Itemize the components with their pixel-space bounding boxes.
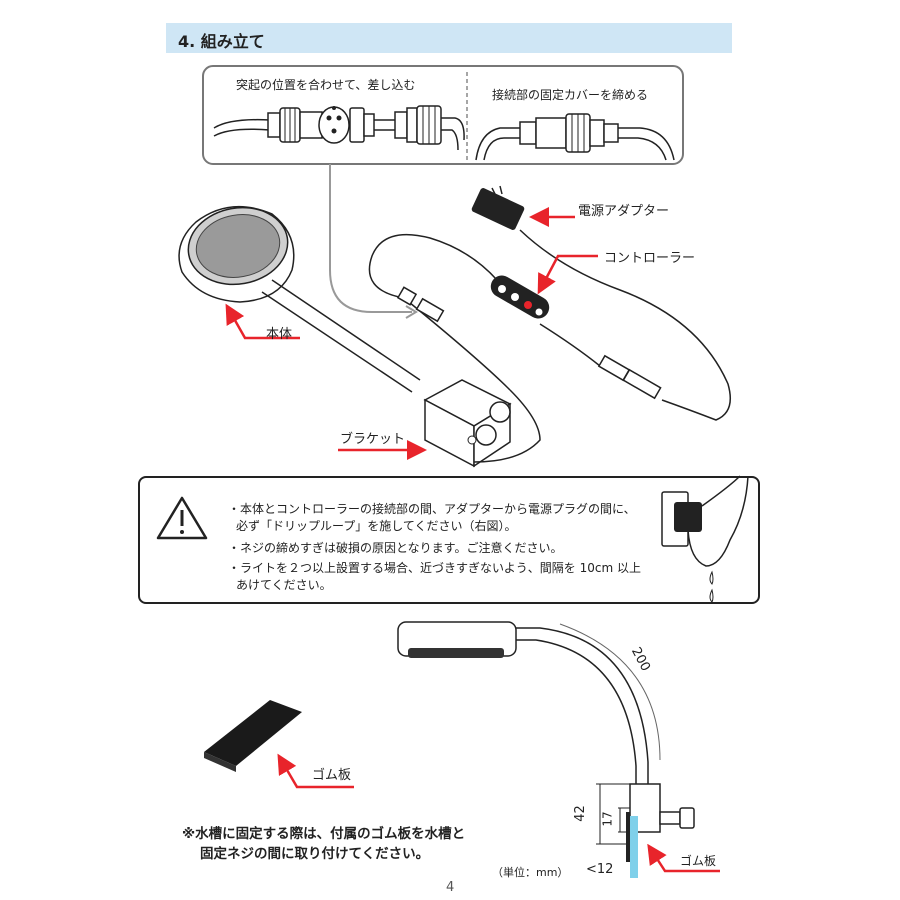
rubber-plate-illustration — [204, 700, 302, 772]
warning-icon — [156, 496, 208, 540]
height-dimension: 42 — [572, 805, 588, 822]
connector-tighten-illustration — [475, 113, 675, 161]
callout-tighten-label: 接続部の固定カバーを締める — [492, 88, 649, 102]
caution-line-4: ・ライトを２つ以上設置する場合、近づきすぎないよう、間隔を 10cm 以上 — [228, 561, 641, 575]
body-label: 本体 — [266, 327, 293, 342]
caution-box — [138, 476, 760, 604]
power-adapter-illustration — [471, 185, 525, 230]
bracket-label: ブラケット — [340, 432, 406, 447]
page-number: 4 — [446, 880, 455, 895]
controller-label: コントローラー — [604, 251, 696, 266]
section-title: 4. 組み立て — [178, 32, 265, 51]
unit-label: （単位：mm） — [492, 866, 569, 879]
light-side-view-illustration — [397, 621, 695, 878]
caution-line-3: ・ネジの締めすぎは破損の原因となります。ご注意ください。 — [228, 541, 563, 555]
rubber-plate-label: ゴム板 — [312, 768, 352, 783]
section-header-band — [166, 23, 732, 53]
rubber-plate-side-label: ゴム板 — [680, 854, 717, 868]
caution-line-5: あけてください。 — [236, 578, 332, 592]
caution-line-2: 必ず「ドリップループ」を施してください（右図）。 — [236, 519, 517, 533]
controller-cable — [368, 229, 731, 463]
label-arrows — [225, 207, 720, 873]
caution-line-1: ・本体とコントローラーの接続部の間、アダプターから電源プラグの間に、 — [228, 502, 636, 516]
bracket-illustration — [423, 379, 512, 468]
drip-loop-illustration — [661, 475, 749, 603]
mounting-note-line-1: ※水槽に固定する際は、付属のゴム板を水槽と — [182, 826, 466, 842]
clamp-dimension: 17 — [600, 811, 615, 827]
callout-insert-label: 突起の位置を合わせて、差し込む — [236, 78, 416, 92]
adapter-label: 電源アダプター — [578, 204, 670, 219]
controller-illustration — [490, 275, 550, 319]
thickness-dimension: <12 — [586, 862, 614, 877]
connector-insert-illustration — [213, 105, 465, 151]
mounting-note-line-2: 固定ネジの間に取り付けてください。 — [200, 846, 430, 862]
light-body-illustration — [178, 205, 421, 393]
